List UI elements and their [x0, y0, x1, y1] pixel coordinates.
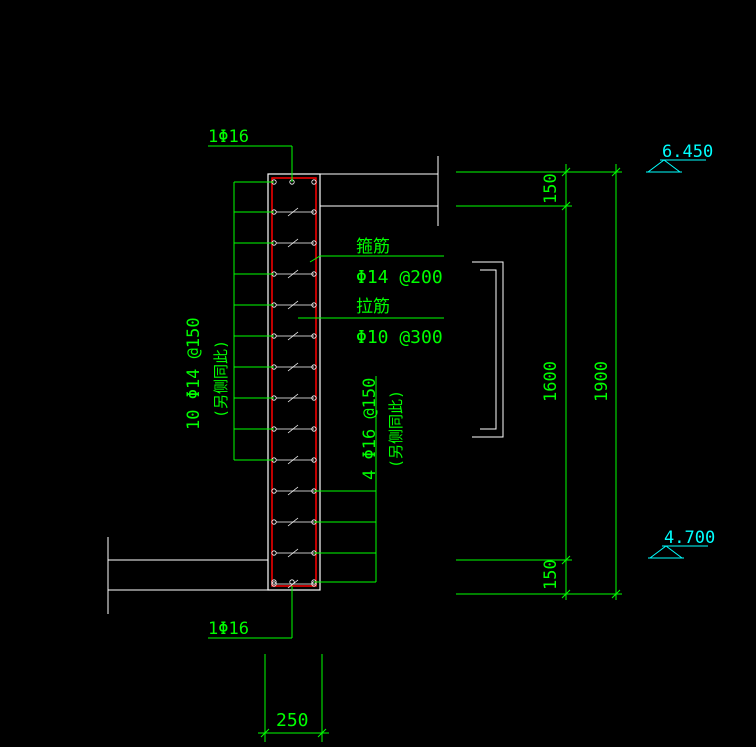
- tie-hook: [287, 269, 299, 279]
- left-side-bar-leaders: [233, 181, 274, 461]
- dim-middle-text: 1600: [541, 361, 561, 402]
- side-bar-right: [311, 426, 317, 432]
- tie-title: 拉筋: [356, 297, 390, 317]
- dim-top-cover-text: 150: [541, 173, 561, 204]
- tie-hook: [287, 517, 299, 527]
- main-bar: [289, 579, 295, 585]
- dim-width-text: 250: [276, 710, 309, 731]
- stirrup-outline: [271, 177, 317, 587]
- side-bar-right: [311, 333, 317, 339]
- tie-hook: [287, 393, 299, 403]
- bracket-inner: [480, 269, 497, 430]
- dim-width-tick-left: [260, 728, 270, 738]
- left-side-bar-label: 10 Φ14 @150: [184, 317, 204, 430]
- side-bar-right: [311, 271, 317, 277]
- elevation-bottom-marker: [648, 545, 708, 559]
- tie-spec: Φ10 @300: [356, 327, 443, 348]
- side-bar-right: [311, 364, 317, 370]
- side-bar-right: [311, 240, 317, 246]
- stirrup-title: 箍筋: [356, 237, 390, 257]
- tie-hook: [287, 300, 299, 310]
- dim-width-tick-right: [317, 728, 327, 738]
- side-bar-right: [311, 302, 317, 308]
- rebar-group: [271, 179, 317, 589]
- tie-hook: [287, 331, 299, 341]
- dim-total-text: 1900: [592, 361, 612, 402]
- side-bar-left: [271, 488, 277, 494]
- right-side-bar-leaders: [314, 376, 377, 583]
- elevation-top-text: 6.450: [662, 142, 713, 162]
- elevation-bottom-text: 4.700: [664, 528, 715, 548]
- tie-hook: [287, 486, 299, 496]
- side-bar-left: [271, 519, 277, 525]
- left-side-bar-note: (另侧同此): [212, 340, 230, 418]
- dim-ticks: [561, 167, 621, 599]
- stirrup-leader: [309, 255, 321, 263]
- side-bar-left: [271, 550, 277, 556]
- bracket-symbol: [472, 261, 504, 438]
- top-bar-label: 1Φ16: [208, 127, 249, 147]
- beam-section-outline: [267, 173, 321, 591]
- dim-bottom-cover-text: 150: [541, 559, 561, 590]
- bottom-bar-label: 1Φ16: [208, 619, 249, 639]
- tie-hook: [287, 238, 299, 248]
- tie-hook: [287, 548, 299, 558]
- tie-hook: [287, 207, 299, 217]
- side-bar-left: [271, 581, 277, 587]
- main-bar: [271, 579, 277, 585]
- elevation-top-marker: [646, 159, 706, 173]
- tie-hook: [287, 424, 299, 434]
- side-bar-right: [311, 209, 317, 215]
- main-bar: [311, 179, 317, 185]
- side-bar-right: [311, 457, 317, 463]
- tie-hook: [287, 362, 299, 372]
- right-side-bar-note: (另侧同此): [387, 390, 405, 468]
- right-side-bar-label: 4 Φ16 @150: [360, 378, 380, 480]
- stirrup-spec: Φ14 @200: [356, 267, 443, 288]
- side-bar-right: [311, 395, 317, 401]
- tie-hook: [287, 455, 299, 465]
